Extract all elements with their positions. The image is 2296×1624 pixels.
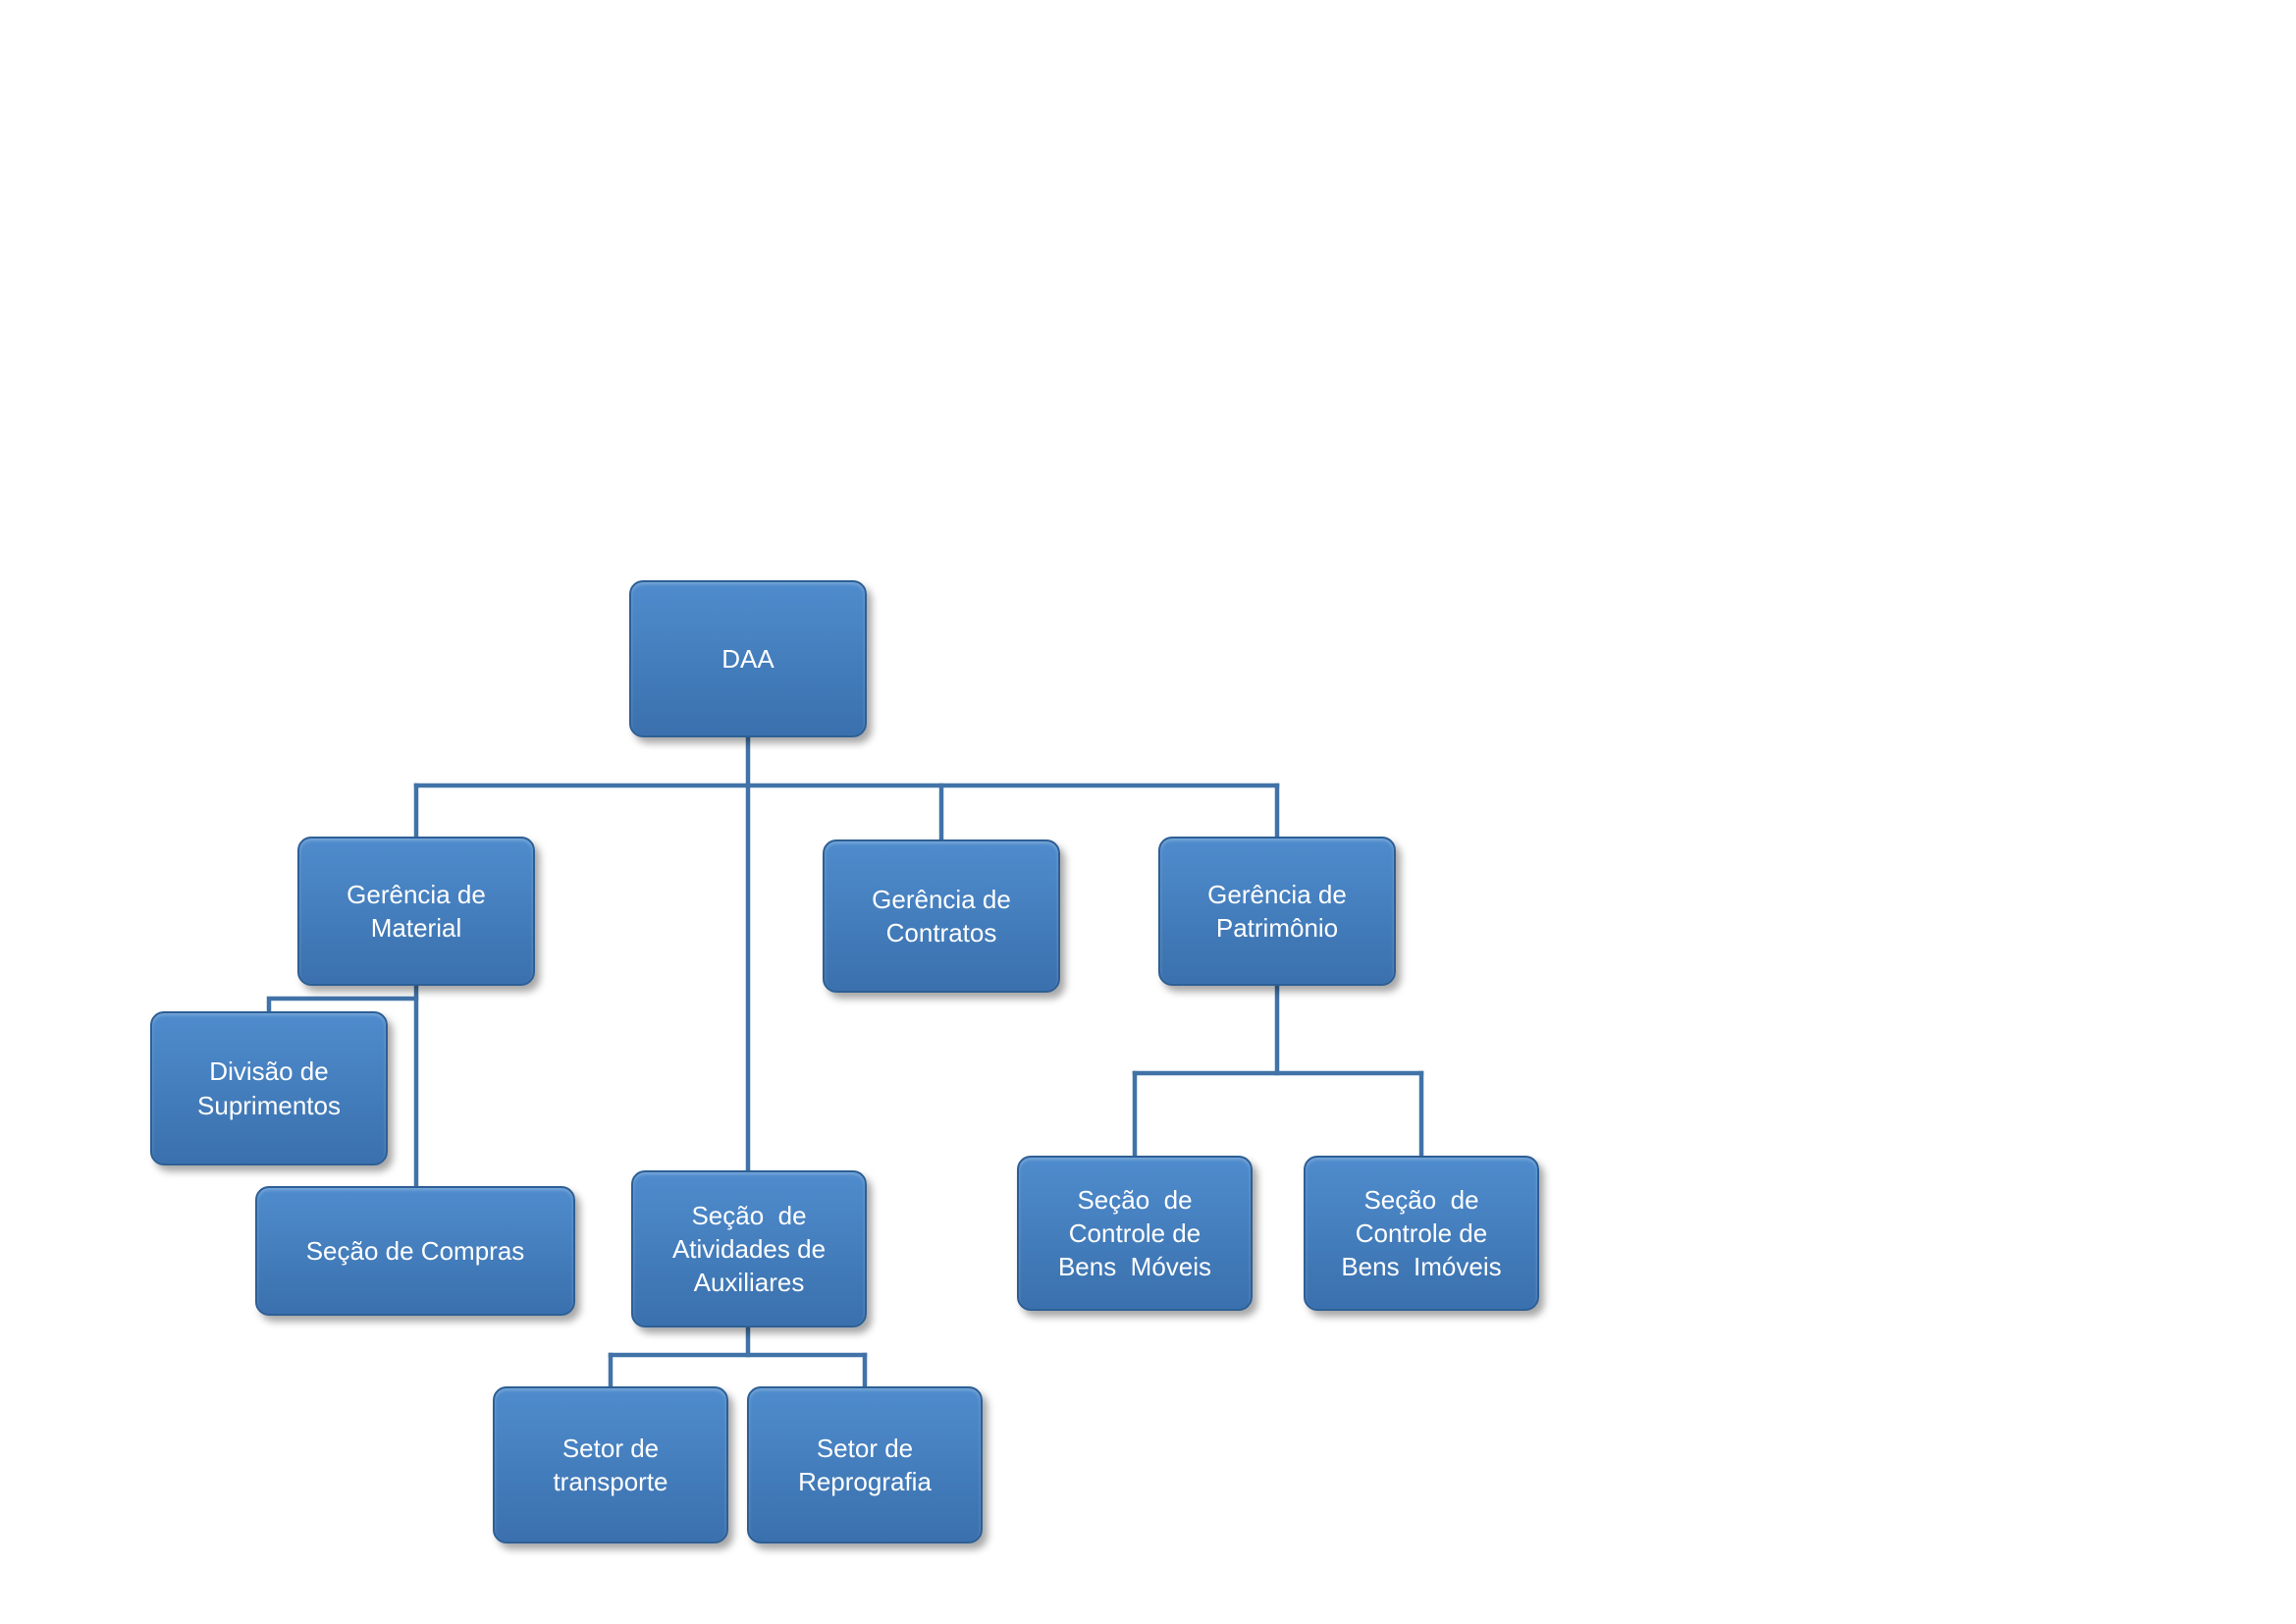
- org-node-daa-label: DAA: [721, 643, 774, 674]
- org-node-secao-atividades-auxiliares-label: Seção de Atividades de Auxiliares: [671, 1200, 827, 1298]
- org-node-gerencia-material: Gerência de Material: [297, 837, 535, 986]
- org-node-secao-controle-bens-imoveis: Seção de Controle de Bens Imóveis: [1304, 1156, 1539, 1311]
- org-node-setor-reprografia-label: Setor de Reprografia: [798, 1433, 932, 1496]
- org-node-setor-reprografia: Setor de Reprografia: [747, 1386, 983, 1543]
- org-node-gerencia-contratos-label: Gerência de Contratos: [872, 884, 1011, 947]
- org-node-secao-controle-bens-moveis: Seção de Controle de Bens Móveis: [1017, 1156, 1253, 1311]
- connector-material-suprimentos: [266, 996, 419, 1014]
- org-node-setor-transporte-label: Setor de transporte: [553, 1433, 668, 1496]
- org-node-divisao-suprimentos: Divisão de Suprimentos: [150, 1011, 388, 1165]
- org-node-secao-compras: Seção de Compras: [255, 1186, 575, 1316]
- org-node-secao-compras-label: Seção de Compras: [305, 1235, 525, 1266]
- org-node-secao-controle-bens-imoveis-label: Seção de Controle de Bens Imóveis: [1341, 1184, 1502, 1282]
- org-node-gerencia-patrimonio: Gerência de Patrimônio: [1158, 837, 1396, 986]
- org-node-gerencia-material-label: Gerência de Material: [347, 879, 486, 943]
- org-node-secao-controle-bens-moveis-label: Seção de Controle de Bens Móveis: [1057, 1184, 1212, 1282]
- org-node-secao-atividades-auxiliares: Seção de Atividades de Auxiliares: [631, 1170, 867, 1327]
- org-node-gerencia-contratos: Gerência de Contratos: [823, 839, 1060, 993]
- org-node-gerencia-patrimonio-label: Gerência de Patrimônio: [1207, 879, 1347, 943]
- org-node-daa: DAA: [629, 580, 867, 737]
- org-node-divisao-suprimentos-label: Divisão de Suprimentos: [197, 1056, 341, 1120]
- org-node-setor-transporte: Setor de transporte: [493, 1386, 728, 1543]
